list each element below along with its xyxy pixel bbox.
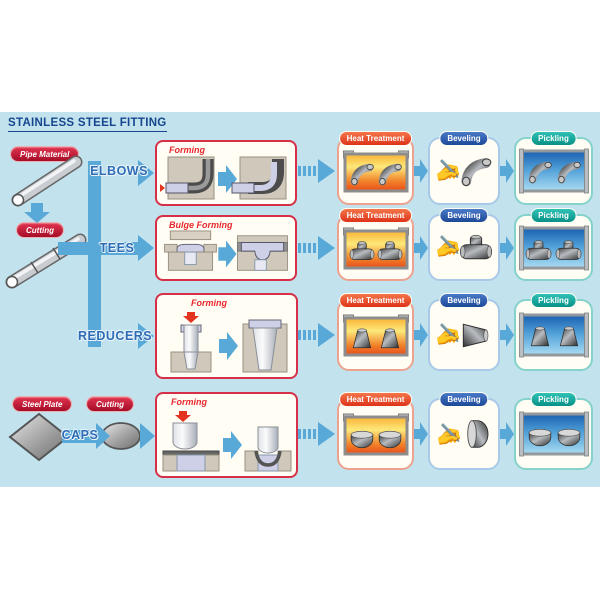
stage-arrow-icon <box>500 159 514 183</box>
forming-box-reducers: Forming <box>155 293 298 379</box>
reducers-arrowhead-icon <box>138 323 154 349</box>
beveling-badge: Beveling <box>439 131 489 146</box>
beveling-badge: Beveling <box>439 293 489 308</box>
stage-arrow-icon <box>414 422 428 446</box>
pickling-tank-elbows-icon <box>518 148 589 194</box>
stage-arrow-icon <box>414 323 428 347</box>
pickling-box-caps: Pickling <box>514 392 593 470</box>
beveling-scene: ✍ <box>433 318 492 352</box>
forming-box-caps: Forming <box>155 392 298 478</box>
pickling-badge: Pickling <box>530 293 577 308</box>
tees-arrowhead-icon <box>138 235 154 261</box>
tees-branch-bar <box>58 242 140 255</box>
cap-part-icon <box>459 418 493 450</box>
cut-pipe-icon <box>5 233 87 289</box>
heat-treatment-box-reducers: Heat Treatment <box>337 293 414 371</box>
reducer-part-icon <box>460 318 491 352</box>
heat-treatment-badge: Heat Treatment <box>338 208 413 223</box>
caps-forming-arrowhead-icon <box>140 423 155 449</box>
forming-label-elbows: Forming <box>169 145 205 155</box>
furnace-reducers-icon <box>342 314 409 357</box>
row-label-caps: CAPS <box>61 428 99 442</box>
pipe-material-badge: Pipe Material <box>10 146 80 162</box>
caps-arrowhead-icon <box>96 423 110 449</box>
pickling-tank-reducers-icon <box>518 312 589 358</box>
forming-box-tees: Bulge Forming <box>155 215 297 281</box>
elbow-forming-diagram <box>160 156 287 200</box>
forming-label-tees: Bulge Forming <box>169 220 233 230</box>
steel-plate-icon <box>8 412 70 462</box>
plate-cutting-badge: Cutting <box>86 396 134 412</box>
stage-arrow-icon <box>414 236 428 260</box>
heat-treatment-badge: Heat Treatment <box>338 131 413 146</box>
furnace-tees-icon <box>342 227 409 269</box>
down-arrow-icon <box>24 203 50 223</box>
heat-treatment-badge: Heat Treatment <box>338 293 413 308</box>
beveling-scene: ✍ <box>434 417 493 451</box>
heat-treatment-box-tees: Heat Treatment <box>337 208 414 281</box>
stage-arrow-icon <box>500 422 514 446</box>
beveling-box-elbows: Beveling ✍ <box>428 131 500 205</box>
elbow-part-icon <box>459 156 493 187</box>
tee-part-icon <box>459 232 493 263</box>
beveling-hand-icon: ✍ <box>433 156 464 184</box>
beveling-scene: ✍ <box>433 232 493 263</box>
dashed-arrow-icon <box>298 422 335 446</box>
dashed-arrow-icon <box>298 323 335 347</box>
beveling-scene: ✍ <box>433 156 493 187</box>
beveling-badge: Beveling <box>439 392 489 407</box>
beveling-box-caps: Beveling ✍ <box>428 392 500 470</box>
beveling-badge: Beveling <box>439 208 489 223</box>
heat-treatment-box-caps: Heat Treatment <box>337 392 414 470</box>
beveling-hand-icon: ✍ <box>433 320 464 348</box>
tee-forming-diagram <box>164 230 288 271</box>
elbows-arrowhead-icon <box>138 160 154 186</box>
row-label-tees: TEES <box>99 241 135 255</box>
beveling-box-reducers: Beveling ✍ <box>428 293 500 371</box>
row-label-elbows: ELBOWS <box>90 164 148 178</box>
pickling-badge: Pickling <box>530 131 577 146</box>
furnace-caps-icon <box>342 413 409 456</box>
beveling-box-tees: Beveling ✍ <box>428 208 500 281</box>
pipe-cutting-badge: Cutting <box>16 222 64 238</box>
stage-arrow-icon <box>500 323 514 347</box>
furnace-elbows-icon <box>342 150 409 193</box>
forming-label-caps: Forming <box>171 397 207 407</box>
heat-treatment-badge: Heat Treatment <box>338 392 413 407</box>
forming-box-elbows: Forming <box>155 140 297 206</box>
forming-label-reducers: Forming <box>191 298 227 308</box>
stage-arrow-icon <box>500 236 514 260</box>
pickling-badge: Pickling <box>530 208 577 223</box>
pickling-tank-caps-icon <box>518 411 589 457</box>
pipe-icon <box>11 155 83 207</box>
heat-treatment-box-elbows: Heat Treatment <box>337 131 414 205</box>
page-title: STAINLESS STEEL FITTING <box>8 117 167 132</box>
pickling-box-elbows: Pickling <box>514 131 593 205</box>
beveling-hand-icon: ✍ <box>433 233 464 260</box>
beveling-hand-icon: ✍ <box>434 421 465 448</box>
dashed-arrow-icon <box>298 159 335 183</box>
dashed-arrow-icon <box>298 236 335 260</box>
stage-arrow-icon <box>414 159 428 183</box>
caps-branch-bar <box>62 430 96 443</box>
reducer-forming-diagram <box>170 312 287 373</box>
pickling-box-reducers: Pickling <box>514 293 593 371</box>
pickling-tank-tees-icon <box>518 225 589 270</box>
pickling-badge: Pickling <box>530 392 577 407</box>
steel-plate-badge: Steel Plate <box>12 396 73 412</box>
cap-forming-diagram <box>162 411 291 472</box>
pickling-box-tees: Pickling <box>514 208 593 281</box>
row-label-reducers: REDUCERS <box>78 329 153 343</box>
